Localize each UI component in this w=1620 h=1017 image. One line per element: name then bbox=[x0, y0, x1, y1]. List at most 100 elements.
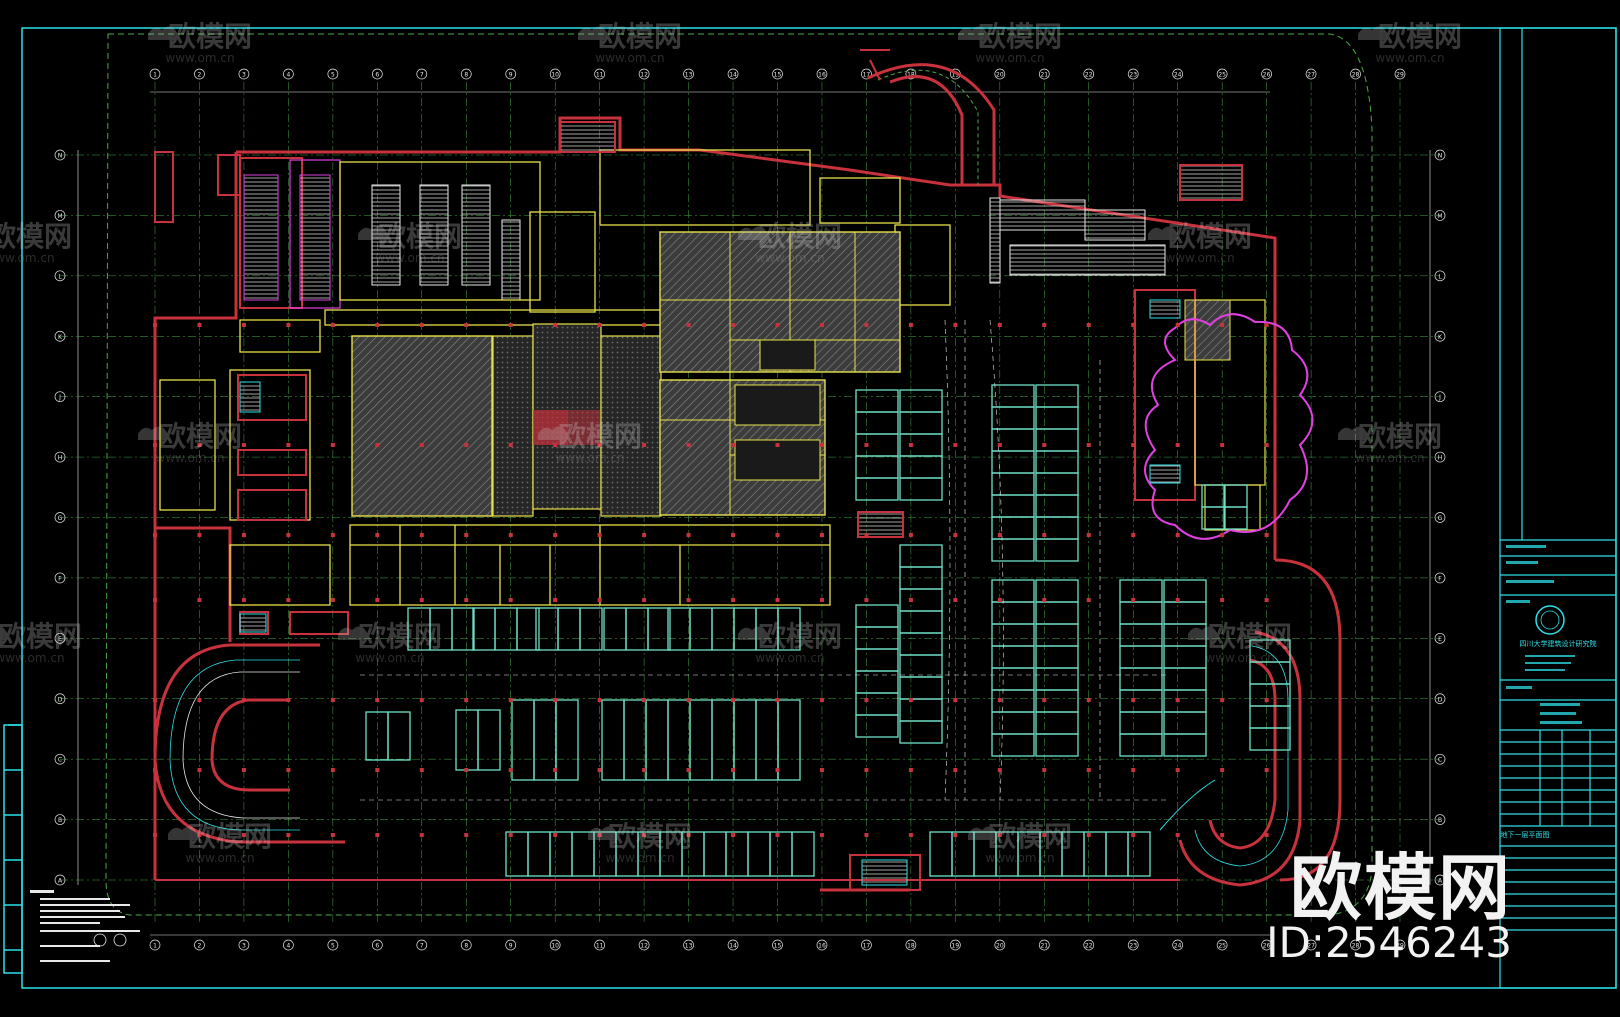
structural-column bbox=[819, 698, 824, 702]
svg-text:欧模网: 欧模网 bbox=[1378, 20, 1462, 53]
grid-bubble bbox=[1394, 68, 1406, 80]
grid-bubble bbox=[327, 939, 339, 951]
grid-row-label: G bbox=[1438, 515, 1443, 522]
grid-bubble bbox=[416, 939, 428, 951]
grid-bubble bbox=[594, 68, 605, 80]
structural-column bbox=[241, 443, 246, 447]
structural-column bbox=[464, 443, 469, 447]
structural-column bbox=[553, 598, 558, 602]
grid-bubble bbox=[727, 68, 739, 80]
structural-column bbox=[375, 698, 380, 702]
structural-column bbox=[1131, 768, 1136, 772]
structural-column bbox=[286, 323, 291, 327]
structural-column bbox=[642, 443, 647, 447]
grid-column-label: 5 bbox=[331, 943, 335, 950]
structural-column bbox=[953, 323, 958, 327]
svg-text:欧模网: 欧模网 bbox=[358, 620, 442, 653]
svg-text:欧模网: 欧模网 bbox=[758, 220, 842, 253]
grid-bubble bbox=[1216, 68, 1228, 80]
grid-column-label: 26 bbox=[1263, 943, 1271, 950]
structural-column bbox=[375, 833, 380, 837]
grid-bubble bbox=[861, 939, 872, 951]
grid-bubble bbox=[772, 939, 783, 951]
grid-bubble bbox=[905, 939, 917, 951]
structural-column bbox=[197, 323, 202, 327]
structural-column bbox=[330, 533, 335, 537]
svg-text:www.om.cn: www.om.cn bbox=[355, 651, 424, 665]
grid-bubble bbox=[54, 149, 66, 161]
grid-bubble bbox=[1434, 391, 1446, 403]
parking-stalls bbox=[365, 384, 1291, 877]
structural-column bbox=[197, 443, 202, 447]
svg-text:www.om.cn: www.om.cn bbox=[1375, 51, 1444, 65]
structural-column bbox=[330, 598, 335, 602]
structural-column bbox=[1264, 598, 1269, 602]
structural-column bbox=[775, 443, 780, 447]
grid-bubble bbox=[416, 68, 428, 80]
parking-stall bbox=[387, 711, 411, 761]
parking-stall bbox=[1035, 733, 1079, 757]
structural-column bbox=[375, 533, 380, 537]
grid-bubble bbox=[1434, 270, 1446, 282]
institute-seal-icon bbox=[1535, 605, 1565, 635]
svg-text:欧模网: 欧模网 bbox=[978, 20, 1062, 53]
grid-row-label: F bbox=[1438, 575, 1442, 582]
structural-column bbox=[731, 833, 736, 837]
structural-column bbox=[286, 533, 291, 537]
structural-column bbox=[1264, 698, 1269, 702]
structural-column bbox=[419, 323, 424, 327]
structural-column bbox=[241, 323, 246, 327]
svg-text:欧模网: 欧模网 bbox=[598, 20, 682, 53]
parking-stall bbox=[1224, 506, 1248, 530]
grid-column-label: 24 bbox=[1174, 72, 1182, 79]
grid-bubble bbox=[861, 68, 872, 80]
structural-column bbox=[153, 533, 157, 537]
structural-column bbox=[1086, 833, 1091, 837]
svg-text:www.om.cn: www.om.cn bbox=[0, 651, 65, 665]
grid-bubble bbox=[1038, 939, 1050, 951]
grid-bubble bbox=[460, 939, 472, 951]
structural-column bbox=[686, 698, 691, 702]
grid-column-label: 26 bbox=[1263, 72, 1271, 79]
parking-stall bbox=[791, 831, 815, 877]
parking-stall bbox=[777, 699, 801, 781]
grid-bubble bbox=[1434, 210, 1446, 221]
sheet-title: 地下一层平面图 bbox=[1501, 830, 1550, 839]
north-parking-stalls bbox=[371, 184, 1166, 301]
structural-column bbox=[508, 768, 513, 772]
structural-column bbox=[864, 443, 869, 447]
structural-column bbox=[508, 698, 513, 702]
grid-column-label: 11 bbox=[596, 72, 604, 79]
parking-stall bbox=[1163, 733, 1207, 757]
parking-stall bbox=[1127, 831, 1151, 877]
svg-text:欧模网: 欧模网 bbox=[558, 420, 642, 453]
svg-text:欧模网: 欧模网 bbox=[0, 220, 72, 253]
grid-bubble bbox=[54, 270, 66, 282]
structural-column bbox=[1264, 833, 1269, 837]
grid-row-label: E bbox=[1438, 636, 1442, 643]
top-entrance-ramp bbox=[860, 49, 996, 185]
grid-bubble bbox=[1127, 68, 1139, 80]
structural-column bbox=[553, 698, 558, 702]
structural-column bbox=[997, 698, 1002, 702]
structural-column bbox=[1042, 768, 1047, 772]
structural-column bbox=[464, 323, 469, 327]
east-core bbox=[1134, 164, 1314, 540]
parking-stall bbox=[579, 607, 603, 651]
grid-bubble bbox=[1261, 68, 1272, 80]
grid-column-label: 14 bbox=[729, 943, 737, 950]
grid-column-label: 21 bbox=[1040, 72, 1048, 79]
structural-column bbox=[241, 768, 246, 772]
grid-bubble bbox=[1305, 939, 1317, 951]
structural-column bbox=[642, 768, 647, 772]
site-boundary bbox=[105, 33, 1373, 916]
grid-column-label: 10 bbox=[551, 72, 559, 79]
structural-column bbox=[642, 533, 647, 537]
svg-text:欧模网: 欧模网 bbox=[988, 820, 1072, 853]
